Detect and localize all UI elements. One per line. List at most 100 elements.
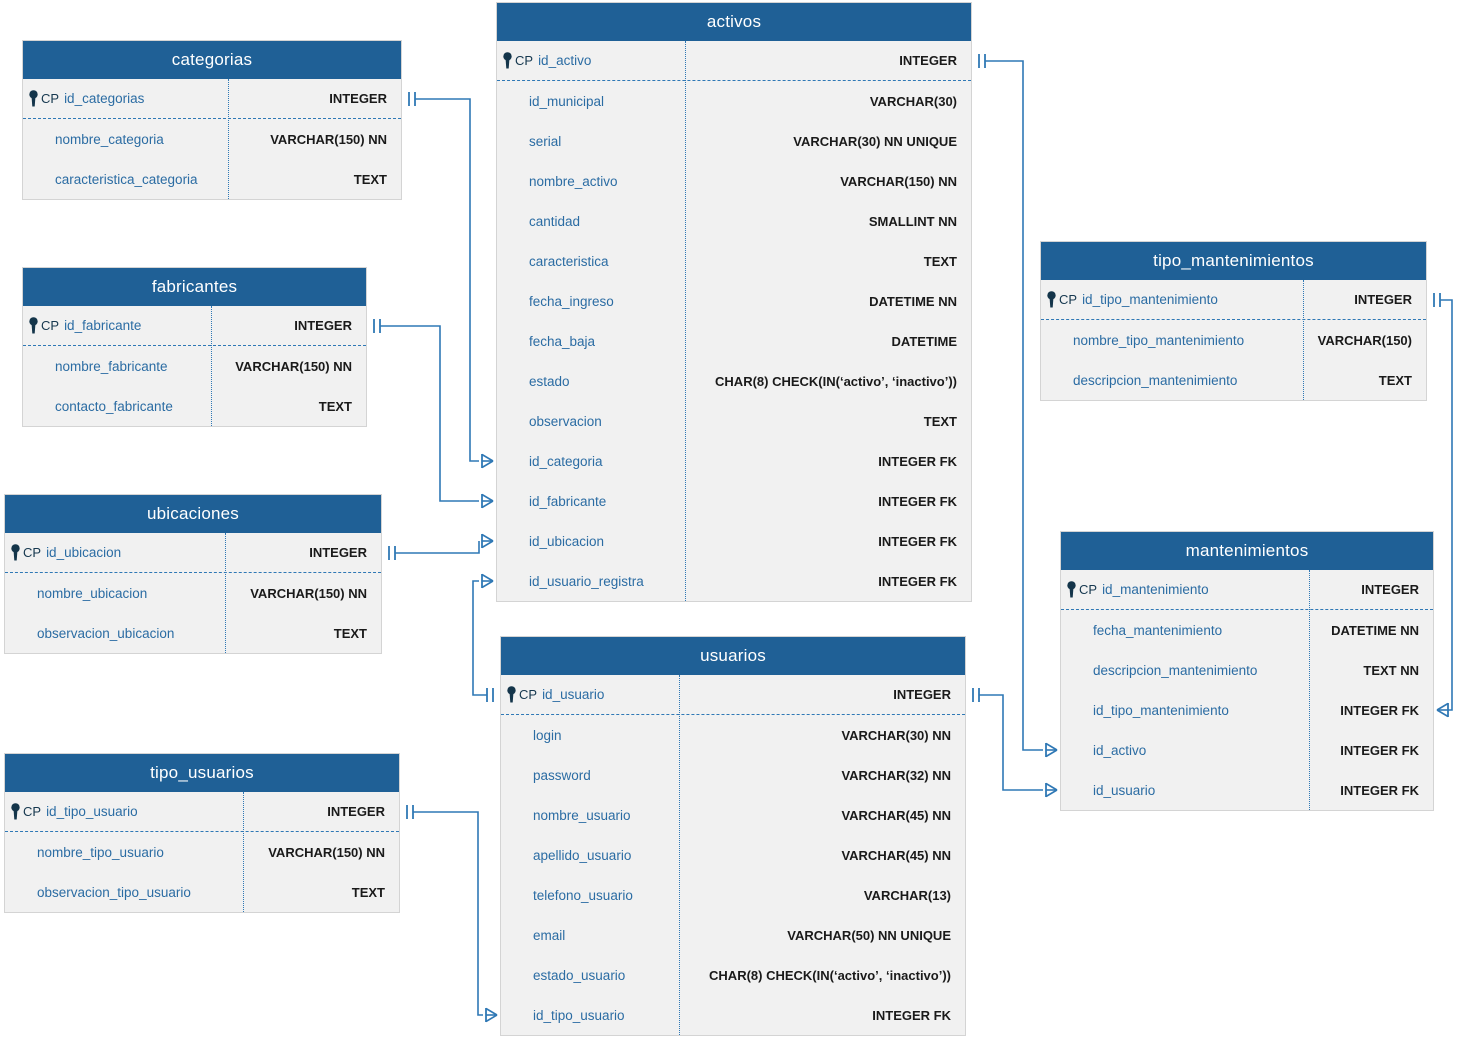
field-name: caracteristica_categoria bbox=[55, 171, 198, 187]
connector-categorias-activos bbox=[415, 98, 479, 462]
field-name: email bbox=[533, 927, 566, 943]
pk-tag: CP bbox=[23, 545, 42, 560]
field-name-cell: email bbox=[501, 915, 679, 955]
connector-usuarios-mantenimientos bbox=[979, 694, 1043, 791]
field-name-cell: caracteristica_categoria bbox=[23, 159, 228, 199]
column-divider bbox=[1303, 280, 1304, 400]
field-type: TEXT bbox=[333, 625, 367, 641]
crow-foot-prong bbox=[1045, 789, 1058, 798]
crow-foot-prong bbox=[1045, 782, 1058, 791]
field-type: INTEGER bbox=[294, 318, 352, 333]
field-name-cell: observacion_tipo_usuario bbox=[5, 872, 243, 912]
field-name: id_usuario bbox=[542, 687, 605, 702]
pk-tag: CP bbox=[515, 53, 534, 68]
entity-title-usuarios: usuarios bbox=[501, 637, 965, 675]
field-name: id_categoria bbox=[529, 453, 603, 469]
field-name-cell: id_usuario_registra bbox=[497, 561, 685, 601]
field-name-cell: id_usuario bbox=[1061, 770, 1309, 810]
crow-foot-prong bbox=[485, 1014, 498, 1023]
field-type: TEXT bbox=[923, 413, 957, 429]
field-name: nombre_categoria bbox=[55, 131, 164, 147]
field-type: INTEGER bbox=[893, 687, 951, 702]
field-name: nombre_usuario bbox=[533, 807, 631, 823]
field-name: caracteristica bbox=[529, 253, 609, 269]
field-name: telefono_usuario bbox=[533, 887, 633, 903]
field-name: id_usuario_registra bbox=[529, 573, 644, 589]
field-type: CHAR(8) CHECK(IN(‘activo’, ‘inactivo’)) bbox=[709, 967, 951, 983]
field-name: id_municipal bbox=[529, 93, 605, 109]
field-name-cell: id_tipo_mantenimiento bbox=[1061, 690, 1309, 730]
field-name: id_tipo_mantenimiento bbox=[1093, 702, 1229, 718]
field-type: VARCHAR(30) NN bbox=[841, 727, 951, 743]
pk-tag: CP bbox=[23, 804, 42, 819]
field-name-cell: descripcion_mantenimiento bbox=[1041, 360, 1303, 400]
crow-foot-prong bbox=[485, 1007, 498, 1016]
field-type: VARCHAR(45) NN bbox=[841, 847, 951, 863]
column-divider bbox=[228, 79, 229, 199]
crow-foot-prong bbox=[481, 460, 494, 469]
field-type: INTEGER bbox=[1354, 292, 1412, 307]
field-name: serial bbox=[529, 133, 562, 149]
connector-ubicaciones-activos bbox=[395, 541, 480, 554]
field-type: CHAR(8) CHECK(IN(‘activo’, ‘inactivo’)) bbox=[715, 373, 957, 389]
field-name: nombre_fabricante bbox=[55, 358, 168, 374]
field-name-cell: id_categoria bbox=[497, 441, 685, 481]
